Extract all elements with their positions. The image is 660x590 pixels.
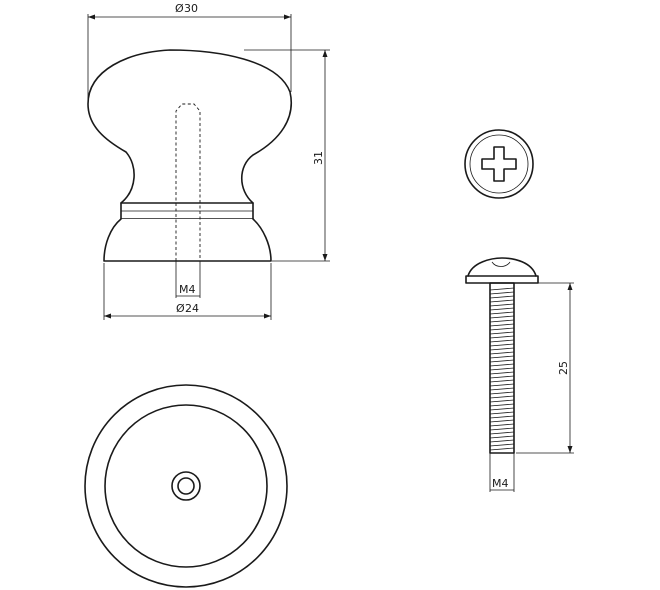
thread-line bbox=[489, 415, 515, 419]
dimension-base-diameter: Ø 24 bbox=[103, 263, 272, 320]
screw-slot-line bbox=[491, 261, 511, 267]
base-diameter-symbol: Ø bbox=[176, 302, 185, 315]
screw-head-outer bbox=[464, 129, 534, 199]
thread-line bbox=[489, 291, 515, 295]
height-value: 31 bbox=[312, 151, 325, 165]
knob-side-view bbox=[87, 49, 292, 262]
thread-line bbox=[489, 347, 515, 351]
thread-line bbox=[489, 391, 515, 395]
screw-head-flange bbox=[465, 275, 539, 284]
thread-line bbox=[489, 327, 515, 331]
thread-line bbox=[489, 439, 515, 443]
thread-line bbox=[489, 427, 515, 431]
screw-side-view bbox=[465, 257, 539, 454]
thread-line bbox=[489, 307, 515, 311]
knob-bottom-view bbox=[84, 384, 288, 588]
screw-thread-label: M4 bbox=[492, 477, 509, 490]
knob-head-outline bbox=[87, 49, 292, 204]
thread-line bbox=[489, 443, 515, 447]
thread-line bbox=[489, 295, 515, 299]
thread-line bbox=[489, 423, 515, 427]
thread-line bbox=[489, 403, 515, 407]
screw-head-inner bbox=[469, 134, 529, 194]
top-diameter-symbol: Ø bbox=[175, 2, 184, 15]
bottom-hole-inner bbox=[177, 477, 195, 495]
thread-line bbox=[489, 303, 515, 307]
thread-line bbox=[489, 363, 515, 367]
knob-base-outline bbox=[103, 218, 272, 262]
thread-hole-hidden bbox=[175, 103, 201, 261]
bottom-hole-outer bbox=[171, 471, 201, 501]
dimension-top-diameter: Ø 30 bbox=[87, 2, 292, 100]
thread-line bbox=[489, 287, 515, 291]
thread-line bbox=[489, 407, 515, 411]
dimension-hole-thread: M4 bbox=[175, 261, 201, 298]
thread-line bbox=[489, 311, 515, 315]
thread-line bbox=[489, 299, 515, 303]
thread-line bbox=[489, 419, 515, 423]
screw-threads bbox=[489, 287, 515, 451]
screw-length-value: 25 bbox=[557, 361, 570, 375]
thread-line bbox=[489, 367, 515, 371]
thread-line bbox=[489, 447, 515, 451]
dimension-height: 31 bbox=[244, 49, 330, 262]
bottom-outer-circle bbox=[84, 384, 288, 588]
thread-line bbox=[489, 335, 515, 339]
phillips-cross-icon bbox=[481, 146, 517, 182]
thread-line bbox=[489, 431, 515, 435]
thread-line bbox=[489, 323, 515, 327]
thread-line bbox=[489, 399, 515, 403]
dimension-screw-length: 25 bbox=[516, 282, 574, 454]
thread-line bbox=[489, 383, 515, 387]
thread-line bbox=[489, 315, 515, 319]
thread-line bbox=[489, 343, 515, 347]
thread-line bbox=[489, 395, 515, 399]
thread-line bbox=[489, 371, 515, 375]
thread-line bbox=[489, 355, 515, 359]
top-diameter-value: 30 bbox=[184, 2, 198, 15]
screw-top-view bbox=[464, 129, 534, 199]
thread-line bbox=[489, 351, 515, 355]
screw-head-dome bbox=[467, 257, 537, 277]
thread-line bbox=[489, 435, 515, 439]
thread-line bbox=[489, 379, 515, 383]
bottom-inner-circle bbox=[104, 404, 268, 568]
thread-line bbox=[489, 331, 515, 335]
thread-line bbox=[489, 411, 515, 415]
thread-line bbox=[489, 387, 515, 391]
dimension-screw-thread: M4 bbox=[489, 453, 515, 492]
thread-line bbox=[489, 375, 515, 379]
hole-thread-label: M4 bbox=[179, 283, 196, 296]
thread-line bbox=[489, 339, 515, 343]
base-diameter-value: 24 bbox=[185, 302, 199, 315]
thread-line bbox=[489, 319, 515, 323]
thread-line bbox=[489, 359, 515, 363]
